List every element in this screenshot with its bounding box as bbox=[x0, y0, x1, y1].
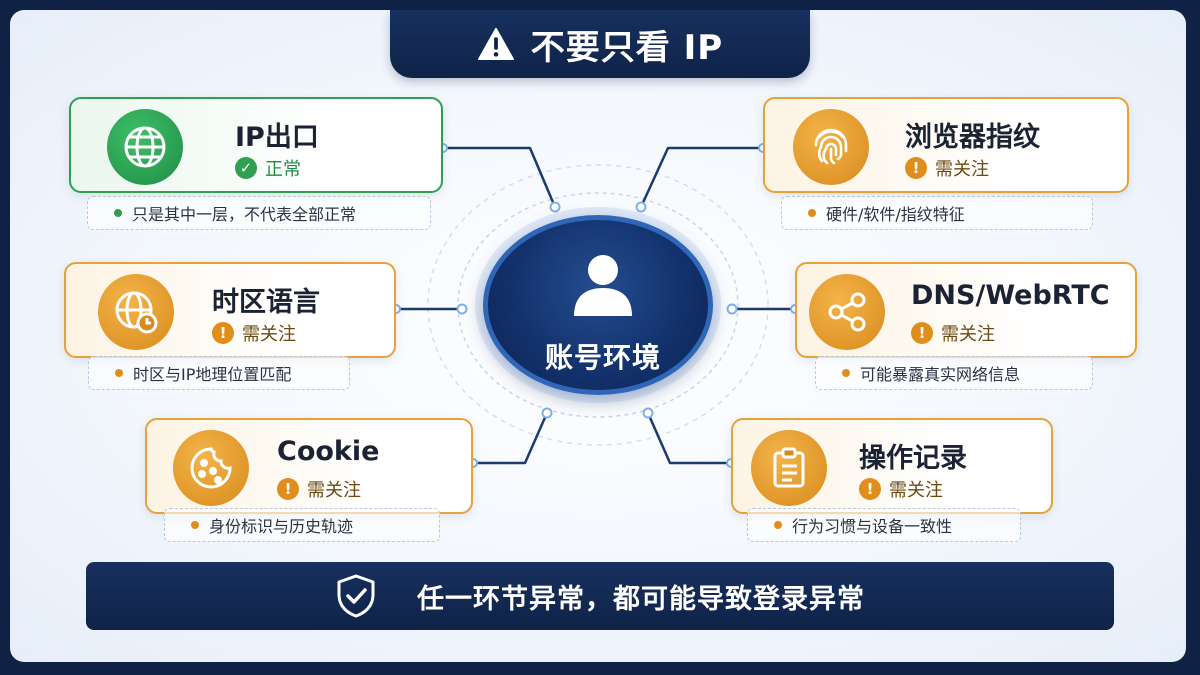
center-label: 账号环境 bbox=[544, 341, 661, 374]
note-text: 时区与IP地理位置匹配 bbox=[133, 365, 292, 384]
factor-name: IP出口 bbox=[235, 122, 319, 153]
factor-card-oplog: 操作记录 ! 需关注 bbox=[731, 418, 1053, 514]
bullet-dot bbox=[191, 521, 199, 529]
factor-card-fingerprint: 浏览器指纹 ! 需关注 bbox=[763, 97, 1129, 193]
share-icon bbox=[809, 274, 885, 350]
status-badge: ! 需关注 bbox=[905, 155, 989, 181]
status-text: 需关注 bbox=[889, 480, 943, 501]
factor-name: 浏览器指纹 bbox=[905, 122, 1040, 153]
status-badge: ! 需关注 bbox=[212, 320, 296, 346]
globe-clock-icon bbox=[98, 274, 174, 350]
title-banner: 不要只看 IP bbox=[390, 10, 810, 78]
factor-note-timezone: 时区与IP地理位置匹配 bbox=[88, 356, 350, 390]
status-text: 需关注 bbox=[935, 159, 989, 180]
status-badge: ! 需关注 bbox=[911, 320, 995, 346]
factor-name: 操作记录 bbox=[859, 443, 967, 474]
bullet-dot bbox=[115, 369, 123, 377]
warning-icon bbox=[477, 27, 514, 61]
check-icon: ✓ bbox=[235, 157, 257, 179]
note-text: 硬件/软件/指纹特征 bbox=[826, 205, 965, 224]
center-circle: 账号环境 bbox=[483, 215, 713, 395]
factor-card-cookie: Cookie ! 需关注 bbox=[145, 418, 473, 514]
bullet-dot bbox=[774, 521, 782, 529]
note-text: 行为习惯与设备一致性 bbox=[792, 517, 953, 536]
factor-card-dns: DNS/WebRTC ! 需关注 bbox=[795, 262, 1137, 358]
alert-icon: ! bbox=[911, 322, 933, 344]
status-text: 需关注 bbox=[307, 480, 361, 501]
factor-note-oplog: 行为习惯与设备一致性 bbox=[747, 508, 1021, 542]
page-title: 不要只看 IP bbox=[530, 27, 724, 68]
status-badge: ! 需关注 bbox=[859, 476, 943, 502]
fingerprint-icon bbox=[793, 109, 869, 185]
factor-note-dns: 可能暴露真实网络信息 bbox=[815, 356, 1093, 390]
status-text: 正常 bbox=[265, 159, 301, 180]
factor-name: DNS/WebRTC bbox=[911, 280, 1110, 311]
cookie-icon bbox=[173, 430, 249, 506]
center-hub: 账号环境 bbox=[483, 215, 713, 395]
alert-icon: ! bbox=[212, 322, 234, 344]
clipboard-icon bbox=[751, 430, 827, 506]
bullet-dot bbox=[114, 209, 122, 217]
footer-text: 任一环节异常，都可能导致登录异常 bbox=[417, 583, 865, 615]
alert-icon: ! bbox=[859, 478, 881, 500]
bullet-dot bbox=[808, 209, 816, 217]
note-text: 身份标识与历史轨迹 bbox=[209, 517, 354, 536]
status-badge: ✓ 正常 bbox=[235, 155, 301, 181]
footer-banner: 任一环节异常，都可能导致登录异常 bbox=[86, 562, 1114, 630]
note-text: 可能暴露真实网络信息 bbox=[860, 365, 1021, 384]
status-text: 需关注 bbox=[941, 324, 995, 345]
user-icon bbox=[574, 255, 632, 316]
globe-icon bbox=[107, 109, 183, 185]
alert-icon: ! bbox=[905, 157, 927, 179]
factor-card-ip: IP出口 ✓ 正常 bbox=[69, 97, 443, 193]
shield-check-icon bbox=[337, 574, 375, 618]
bullet-dot bbox=[842, 369, 850, 377]
factor-note-ip: 只是其中一层，不代表全部正常 bbox=[87, 196, 431, 230]
alert-icon: ! bbox=[277, 478, 299, 500]
status-text: 需关注 bbox=[242, 324, 296, 345]
factor-name: Cookie bbox=[277, 436, 380, 467]
factor-note-fingerprint: 硬件/软件/指纹特征 bbox=[781, 196, 1093, 230]
factor-card-timezone: 时区语言 ! 需关注 bbox=[64, 262, 396, 358]
note-text: 只是其中一层，不代表全部正常 bbox=[132, 205, 357, 224]
status-badge: ! 需关注 bbox=[277, 476, 361, 502]
factor-note-cookie: 身份标识与历史轨迹 bbox=[164, 508, 440, 542]
factor-name: 时区语言 bbox=[212, 287, 320, 318]
